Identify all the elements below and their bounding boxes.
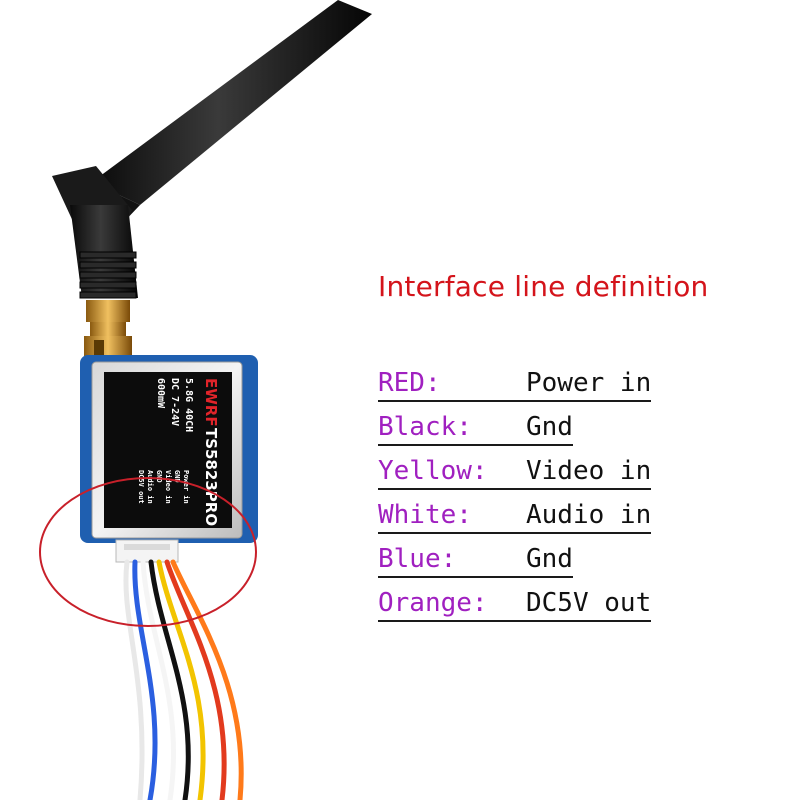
module-spec-2: DC 7-24V [169, 378, 180, 426]
sma-connector [84, 300, 132, 356]
transmitter-module: EWRF TS5823PRO 5.8G 40CH DC 7-24V 600mW … [80, 355, 258, 543]
module-pin-1: Power in [182, 470, 190, 504]
module-brand: EWRF [202, 378, 220, 427]
legend-row-white: White: Audio in [378, 498, 678, 542]
wire-color-label: Orange: [378, 588, 526, 622]
wire-function: Video in [526, 456, 652, 490]
wire-function: Audio in [526, 500, 652, 534]
module-spec-3: 600mW [155, 378, 166, 409]
wire-function: Gnd [526, 412, 573, 446]
legend-row-orange: Orange: DC5V out [378, 586, 678, 630]
module-pin-2: GND [173, 470, 181, 483]
module-pin-6: DC5V out [137, 470, 145, 504]
legend-title: Interface line definition [378, 270, 709, 303]
wire-function: DC5V out [526, 588, 652, 622]
module-pin-4: GND [155, 470, 163, 483]
wire-color-label: White: [378, 500, 526, 534]
wire-color-label: Yellow: [378, 456, 526, 490]
module-pin-5: Audio in [146, 470, 154, 504]
module-spec-1: 5.8G 40CH [183, 378, 194, 432]
legend-row-blue: Blue: Gnd [378, 542, 678, 586]
wire-connector [115, 539, 179, 563]
module-pin-3: Video in [164, 470, 172, 504]
module-model: TS5823PRO [202, 428, 220, 526]
legend-row-red: RED: Power in [378, 366, 678, 410]
wire-bundle [123, 559, 244, 800]
legend-row-yellow: Yellow: Video in [378, 454, 678, 498]
annotation-circle [39, 477, 257, 627]
legend-row-black: Black: Gnd [378, 410, 678, 454]
wire-color-label: Blue: [378, 544, 526, 578]
wire-function: Gnd [526, 544, 573, 578]
wire-legend: RED: Power in Black: Gnd Yellow: Video i… [378, 366, 678, 630]
antenna [52, 0, 372, 299]
wire-color-label: RED: [378, 368, 526, 402]
wire-color-label: Black: [378, 412, 526, 446]
wire-function: Power in [526, 368, 652, 402]
